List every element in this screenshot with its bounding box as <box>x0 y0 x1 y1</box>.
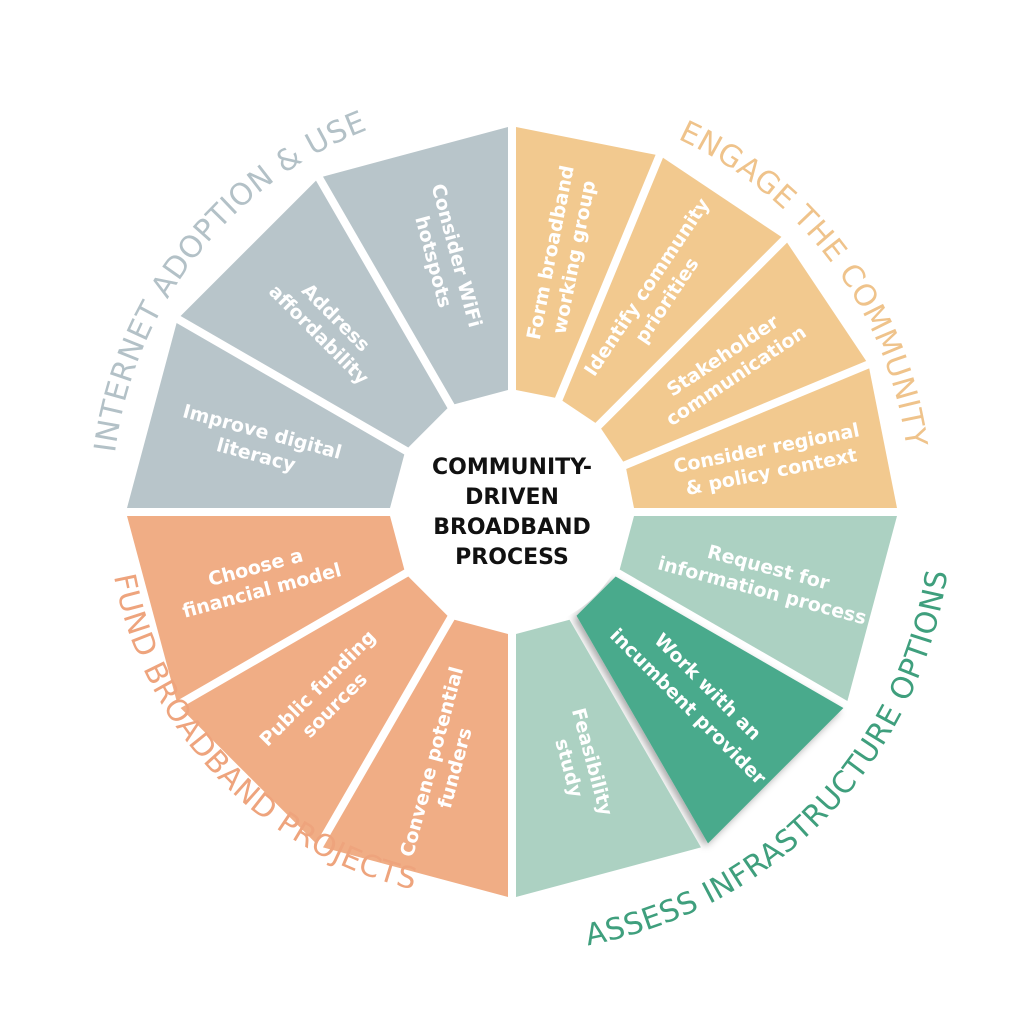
segment-adoption-1 <box>127 323 405 508</box>
segment-fund-3 <box>127 516 405 701</box>
segment-fund-2 <box>180 576 448 844</box>
center-title-line-1: COMMUNITY- <box>432 455 592 480</box>
segment-fund-1 <box>323 619 508 897</box>
segment-engage-3 <box>601 242 867 462</box>
segment-assess-3 <box>516 619 701 897</box>
segment-engage-1 <box>516 127 656 398</box>
center-title-line-3: BROADBAND <box>433 515 591 540</box>
segment-adoption-2 <box>180 180 448 448</box>
center-hub: COMMUNITY- DRIVEN BROADBAND PROCESS <box>394 394 630 630</box>
center-title-line-2: DRIVEN <box>465 485 559 510</box>
center-title-line-4: PROCESS <box>455 545 569 570</box>
segment-assess-1 <box>619 516 897 701</box>
segment-assess-2 <box>576 576 844 844</box>
segment-adoption-3 <box>323 127 508 405</box>
segment-engage-2 <box>562 157 782 423</box>
segment-engage-4 <box>626 368 897 508</box>
